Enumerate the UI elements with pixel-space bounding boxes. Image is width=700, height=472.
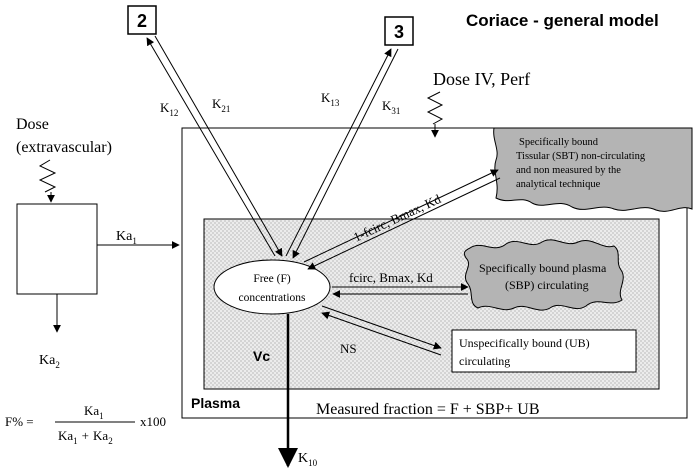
k31-arrow	[292, 48, 399, 259]
ub-label-line2: circulating	[459, 354, 510, 368]
ns-arrow-in	[321, 311, 442, 356]
k21-label: K21	[212, 96, 230, 114]
sbp-label-line1: Specifically bound plasma	[479, 261, 607, 275]
plasma-binding-params: fcirc, Bmax, Kd	[349, 270, 433, 285]
compartment-2-box	[127, 5, 157, 35]
free-concentration-ellipse	[213, 259, 331, 315]
k12-arrow	[146, 37, 276, 257]
iv-zigzag	[426, 91, 444, 125]
extravascular-dose-line1: Dose	[16, 116, 49, 133]
diagram-title: Coriace - general model	[466, 11, 659, 30]
sbp-label-line2: (SBP) circulating	[505, 278, 589, 292]
sbt-label-line2: Tissular (SBT) non-circulating	[516, 151, 646, 162]
k31-label: K31	[382, 98, 400, 116]
tissue-binding-arrow-out	[303, 169, 499, 263]
depot-box	[16, 203, 98, 295]
sbp-shape	[463, 239, 624, 311]
k13-arrow	[285, 48, 392, 257]
measured-fraction: Measured fraction = F + SBP+ UB	[316, 401, 540, 418]
ns-label: NS	[340, 341, 357, 356]
ub-label-line1: Unspecifically bound (UB)	[459, 336, 590, 350]
iv-dose-label: Dose IV, Perf	[433, 69, 530, 89]
ub-box	[451, 329, 637, 373]
formula-multiplier: x100	[140, 414, 166, 429]
sbt-label-line1: Specifically bound	[519, 137, 599, 148]
tissue-binding-arrow-in	[307, 177, 501, 270]
k21-arrow	[154, 35, 283, 257]
ka2-label: Ka2	[39, 353, 60, 370]
sbt-label-line4: analytical technique	[516, 179, 601, 190]
formula-denominator: Ka1+Ka2	[58, 428, 113, 446]
extravascular-dose-line2: (extravascular)	[16, 139, 112, 156]
free-label-line1: Free (F)	[253, 273, 291, 285]
k12-label: K12	[160, 100, 178, 118]
compartment-2-label: 2	[137, 11, 147, 31]
formula-numerator: Ka1	[84, 403, 104, 421]
plasma-label: Plasma	[191, 395, 240, 411]
vc-label: Vc	[253, 348, 270, 364]
k10-label: K10	[298, 451, 318, 468]
formula-lhs: F% =	[5, 414, 34, 429]
ns-arrow-out	[321, 305, 442, 350]
extravascular-zigzag	[38, 159, 57, 193]
sbt-tissue-shape	[493, 127, 693, 212]
compartment-3-label: 3	[394, 22, 404, 42]
free-label-line2: concentrations	[238, 292, 306, 304]
ka1-label: Ka1	[116, 229, 137, 246]
compartment-3-box	[384, 16, 414, 46]
sbt-label-line3: and non measured by the	[516, 165, 621, 176]
k13-label: K13	[321, 90, 340, 108]
